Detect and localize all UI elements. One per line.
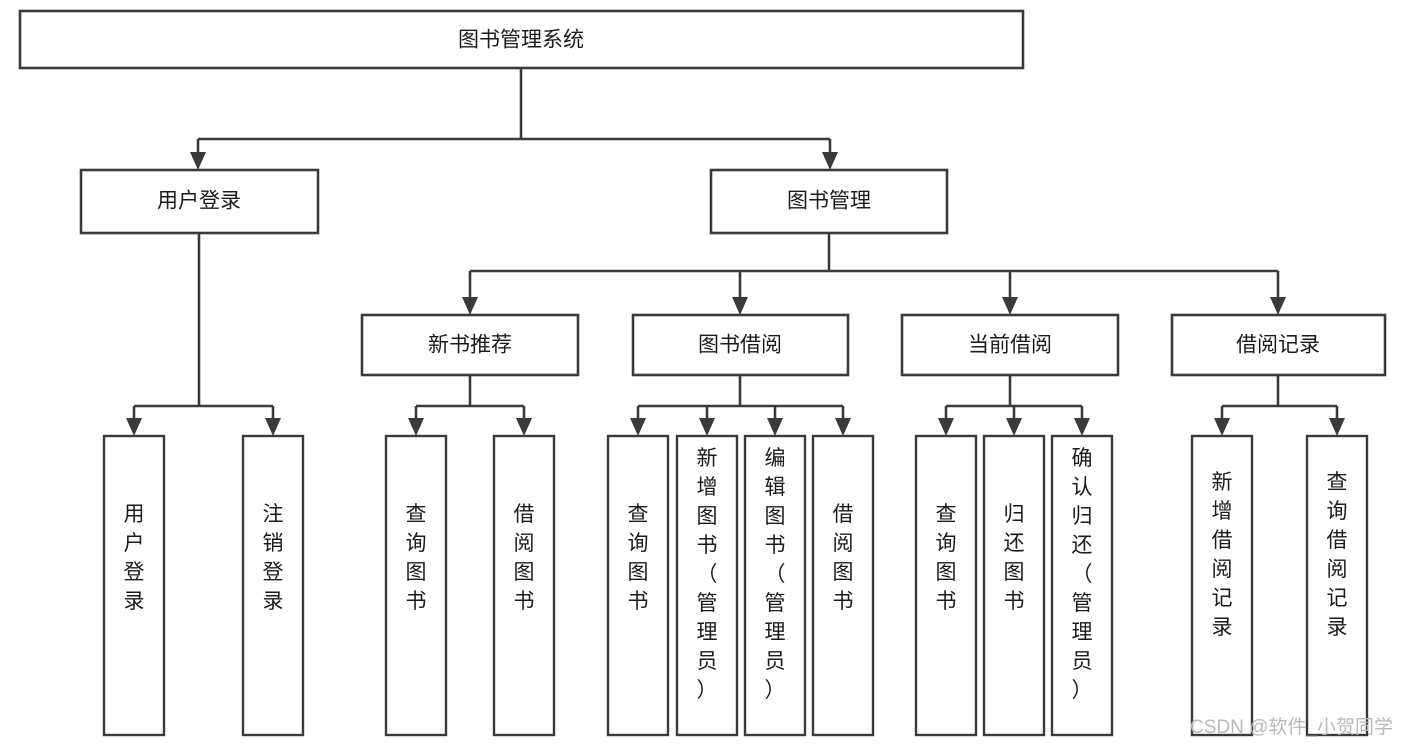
connector-root-to-level1: [190, 68, 838, 170]
arrow-head-icon: [265, 418, 281, 436]
connector-user-login-to-leaves: [126, 233, 281, 436]
leaf-query-book-1-box[interactable]: [384, 434, 448, 737]
arrow-head-icon: [462, 297, 478, 315]
leaf-add-record-box[interactable]: [1190, 434, 1254, 737]
arrow-head-icon: [767, 418, 783, 436]
leaf-query-book-2-box[interactable]: [606, 434, 670, 737]
arrow-head-icon: [190, 152, 206, 170]
leaf-query-record-box[interactable]: [1305, 434, 1369, 737]
arrow-head-icon: [822, 152, 838, 170]
node-leaf-query-book-1[interactable]: 查询图书: [384, 434, 448, 737]
node-leaf-add-book[interactable]: 新增图书（管理员）: [675, 434, 739, 737]
arrow-head-icon: [1002, 297, 1018, 315]
leaf-add-book-label: 新增图书（管理员）: [697, 447, 718, 702]
leaf-edit-book-box[interactable]: [743, 434, 807, 737]
borrow-record-label: 借阅记录: [1236, 334, 1320, 357]
leaf-user-login-box[interactable]: [102, 434, 166, 737]
current-borrow-box[interactable]: [900, 313, 1120, 377]
new-book-rec-box[interactable]: [360, 313, 580, 377]
root-box[interactable]: [18, 9, 1025, 70]
node-user-login[interactable]: 用户登录: [79, 168, 320, 235]
leaf-query-book-2-label: 查询图书: [628, 503, 649, 613]
leaf-query-book-3-label: 查询图书: [936, 503, 957, 613]
leaf-borrow-book-2-box[interactable]: [811, 434, 875, 737]
leaf-return-book-label: 归还图书: [1004, 503, 1025, 613]
leaf-confirm-return-label: 确认归还（管理员）: [1072, 447, 1093, 702]
arrow-head-icon: [1214, 418, 1230, 436]
leaf-return-book-box[interactable]: [982, 434, 1046, 737]
node-leaf-edit-book[interactable]: 编辑图书（管理员）: [743, 434, 807, 737]
node-leaf-borrow-book-2[interactable]: 借阅图书: [811, 434, 875, 737]
leaf-add-book-box[interactable]: [675, 434, 739, 737]
arrow-head-icon: [835, 418, 851, 436]
user-login-label: 用户登录: [157, 190, 241, 213]
node-leaf-query-book-2[interactable]: 查询图书: [606, 434, 670, 737]
arrow-head-icon: [1329, 418, 1345, 436]
arrow-head-icon: [1074, 418, 1090, 436]
leaf-confirm-return-box[interactable]: [1050, 434, 1114, 737]
node-leaf-confirm-return[interactable]: 确认归还（管理员）: [1050, 434, 1114, 737]
node-leaf-user-logout[interactable]: 注销登录: [241, 434, 305, 737]
arrow-head-icon: [126, 418, 142, 436]
arrow-head-icon: [516, 418, 532, 436]
node-book-manage[interactable]: 图书管理: [709, 168, 949, 235]
leaf-add-record-label: 新增借阅记录: [1212, 471, 1233, 639]
leaf-user-logout-box[interactable]: [241, 434, 305, 737]
leaf-query-record-label: 查询借阅记录: [1327, 471, 1348, 639]
node-root[interactable]: 图书管理系统: [18, 9, 1025, 70]
node-leaf-add-record[interactable]: 新增借阅记录: [1190, 434, 1254, 737]
node-leaf-query-book-3[interactable]: 查询图书: [914, 434, 978, 737]
connector-borrow-record-to-leaves: [1214, 375, 1345, 436]
node-borrow-record[interactable]: 借阅记录: [1170, 313, 1387, 377]
node-current-borrow[interactable]: 当前借阅: [900, 313, 1120, 377]
leaf-query-book-1-label: 查询图书: [406, 503, 427, 613]
csdn-watermark: CSDN @软件_小贺同学: [1190, 716, 1393, 738]
node-leaf-return-book[interactable]: 归还图书: [982, 434, 1046, 737]
leaf-borrow-book-2-label: 借阅图书: [833, 503, 854, 613]
book-manage-label: 图书管理: [787, 190, 871, 213]
node-leaf-query-record[interactable]: 查询借阅记录: [1305, 434, 1369, 737]
leaf-user-login-label: 用户登录: [124, 503, 145, 613]
node-book-borrow[interactable]: 图书借阅: [631, 313, 850, 377]
leaf-borrow-book-1-label: 借阅图书: [514, 503, 535, 613]
node-new-book-rec[interactable]: 新书推荐: [360, 313, 580, 377]
user-login-box[interactable]: [79, 168, 320, 235]
arrow-head-icon: [1270, 297, 1286, 315]
leaf-borrow-book-1-box[interactable]: [492, 434, 556, 737]
book-borrow-label: 图书借阅: [698, 334, 782, 357]
connector-new-book-rec-to-leaves: [408, 375, 532, 436]
connector-current-borrow-to-leaves: [938, 375, 1090, 436]
arrow-head-icon: [1006, 418, 1022, 436]
node-leaf-user-login[interactable]: 用户登录: [102, 434, 166, 737]
arrow-head-icon: [732, 297, 748, 315]
leaf-query-book-3-box[interactable]: [914, 434, 978, 737]
arrow-head-icon: [699, 418, 715, 436]
arrow-head-icon: [408, 418, 424, 436]
leaf-user-logout-label: 注销登录: [263, 503, 284, 613]
current-borrow-label: 当前借阅: [968, 334, 1052, 357]
connector-book-manage-to-level2: [462, 233, 1286, 315]
new-book-rec-label: 新书推荐: [428, 334, 512, 357]
connector-book-borrow-to-leaves: [630, 375, 851, 436]
arrow-head-icon: [938, 418, 954, 436]
root-label: 图书管理系统: [458, 29, 584, 52]
leaf-edit-book-label: 编辑图书（管理员）: [765, 447, 786, 702]
arrow-head-icon: [630, 418, 646, 436]
node-leaf-borrow-book-1[interactable]: 借阅图书: [492, 434, 556, 737]
